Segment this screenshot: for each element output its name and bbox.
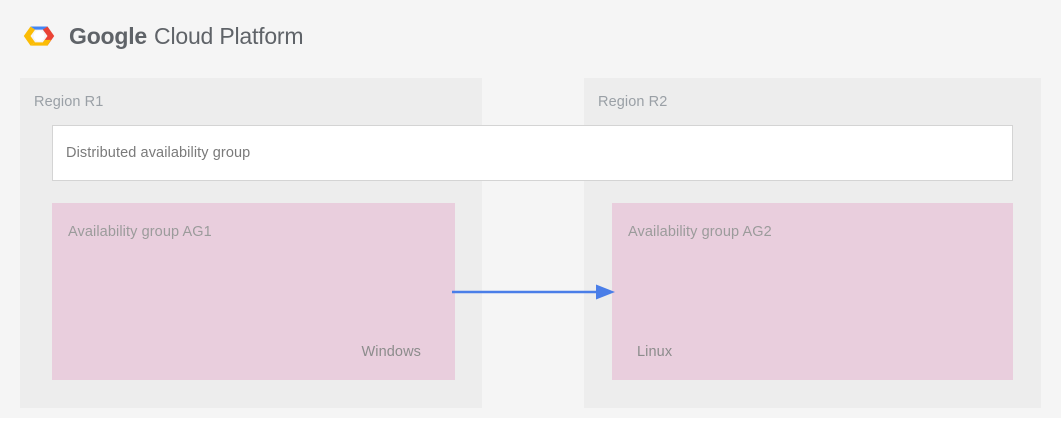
region-label-r2: Region R2 bbox=[598, 94, 668, 110]
availability-group-box-ag1: Availability group AG1 Windows bbox=[52, 203, 455, 380]
brand-wordmark: Google Cloud Platform bbox=[69, 22, 304, 50]
distributed-availability-group-label: Distributed availability group bbox=[66, 145, 251, 161]
distributed-availability-group-box: Distributed availability group bbox=[52, 125, 1013, 181]
replication-arrow-right-icon bbox=[452, 284, 615, 300]
availability-group-title-ag2: Availability group AG2 bbox=[628, 224, 772, 240]
os-label-windows: Windows bbox=[361, 344, 421, 360]
brand-cloud-platform: Cloud Platform bbox=[154, 22, 304, 49]
availability-group-title-ag1: Availability group AG1 bbox=[68, 224, 212, 240]
page-header: Google Cloud Platform bbox=[0, 0, 1061, 72]
availability-group-box-ag2: Availability group AG2 Linux bbox=[612, 203, 1013, 380]
brand-google: Google bbox=[69, 22, 148, 49]
os-label-linux: Linux bbox=[637, 344, 673, 360]
region-label-r1: Region R1 bbox=[34, 94, 104, 110]
google-cloud-platform-logo-icon bbox=[23, 26, 55, 46]
